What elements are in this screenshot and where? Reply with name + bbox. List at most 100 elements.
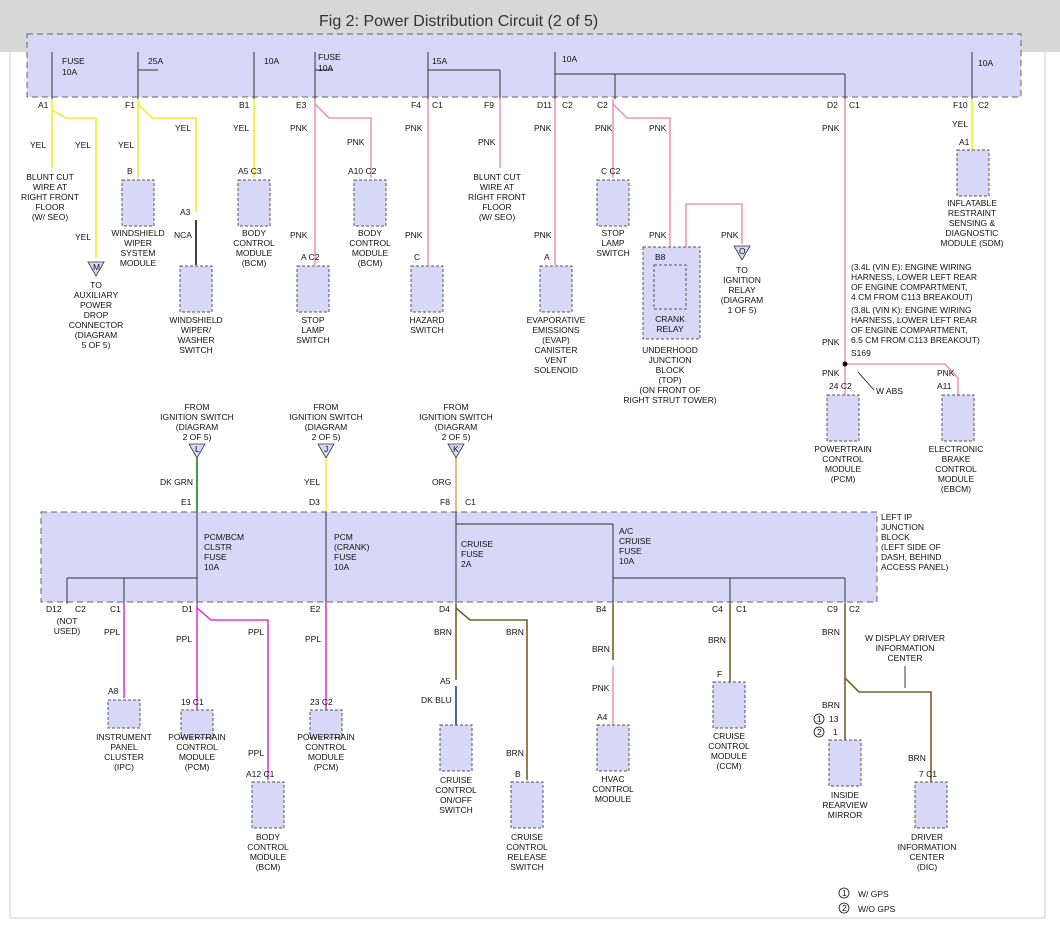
svg-text:CLSTR: CLSTR — [204, 542, 232, 552]
pin-label: A11 — [937, 381, 952, 391]
svg-text:(EBCM): (EBCM) — [941, 484, 971, 494]
svg-text:CONTROL: CONTROL — [506, 842, 548, 852]
svg-text:PCM: PCM — [334, 532, 353, 542]
svg-text:LAMP: LAMP — [601, 238, 624, 248]
inside-rearview-mirror — [828, 739, 862, 787]
cruise-control-module — [712, 681, 746, 729]
cruise-control-on-off-switch — [439, 724, 473, 772]
svg-text:INFORMATION: INFORMATION — [898, 842, 957, 852]
svg-text:(BCM): (BCM) — [242, 258, 267, 268]
svg-text:FLOOR: FLOOR — [35, 202, 64, 212]
sdm-label: INFLATABLE RESTRAINT SENSING & DIAGNOSTI… — [940, 198, 1003, 248]
display-dic-note: W DISPLAY DRIVER INFORMATION CENTER — [865, 633, 945, 663]
svg-text:BRAKE: BRAKE — [942, 454, 971, 464]
svg-text:IGNITION: IGNITION — [723, 275, 761, 285]
windshield-wiper-system-module — [121, 179, 155, 227]
svg-text:2 OF 5): 2 OF 5) — [442, 432, 471, 442]
svg-text:JUNCTION: JUNCTION — [649, 355, 692, 365]
cruise-control-release-switch — [510, 781, 544, 829]
svg-text:(DIAGRAM: (DIAGRAM — [176, 422, 219, 432]
powertrain-control-module-b2 — [309, 709, 343, 739]
ignition-relay-triangle — [733, 245, 751, 261]
svg-text:MODULE: MODULE — [250, 852, 287, 862]
svg-text:POWERTRAIN: POWERTRAIN — [814, 444, 871, 454]
pin-label: D3 — [309, 497, 320, 507]
bcm-1-label: BODY CONTROL MODULE (BCM) — [233, 228, 275, 268]
electronic-brake-control-module — [941, 394, 975, 442]
stop-lamp-2-label: STOP LAMP SWITCH — [596, 228, 630, 258]
w-abs-note: W ABS — [876, 386, 903, 396]
svg-text:(LEFT SIDE OF: (LEFT SIDE OF — [881, 542, 941, 552]
svg-text:C1: C1 — [110, 604, 121, 614]
svg-text:SWITCH: SWITCH — [410, 325, 444, 335]
wire-label: PNK — [822, 337, 840, 347]
wire-label: NCA — [174, 230, 192, 240]
svg-text:SWITCH: SWITCH — [596, 248, 630, 258]
svg-text:CLUSTER: CLUSTER — [104, 752, 144, 762]
svg-text:CRUISE: CRUISE — [619, 536, 651, 546]
pin-label: C C2 — [601, 166, 621, 176]
driver-information-center — [914, 781, 948, 829]
svg-text:INSTRUMENT: INSTRUMENT — [96, 732, 152, 742]
fuse-label: 10A — [62, 67, 77, 77]
wire-label: PNK — [405, 123, 423, 133]
svg-text:CRANK: CRANK — [655, 314, 685, 324]
top-bus — [51, 52, 973, 99]
stop-lamp-switch-1 — [296, 265, 330, 313]
svg-text:(ON FRONT OF: (ON FRONT OF — [639, 385, 700, 395]
svg-text:D4: D4 — [439, 604, 450, 614]
svg-text:C9: C9 — [827, 604, 838, 614]
inflatable-restraint-sdm — [956, 149, 990, 197]
connector-letter: L — [195, 444, 200, 454]
svg-text:INFLATABLE: INFLATABLE — [947, 198, 997, 208]
pin-label: F1 — [125, 100, 135, 110]
wire-label: PPL — [104, 627, 120, 637]
svg-text:HARNESS, LOWER LEFT REAR: HARNESS, LOWER LEFT REAR — [851, 272, 977, 282]
svg-text:BLOCK: BLOCK — [656, 365, 685, 375]
wire-label: YEL — [75, 232, 91, 242]
svg-text:STOP: STOP — [602, 228, 625, 238]
svg-text:(NOT: (NOT — [57, 616, 78, 626]
svg-text:10A: 10A — [334, 562, 349, 572]
svg-text:INSIDE: INSIDE — [831, 790, 860, 800]
fuse-label: 10A — [318, 63, 333, 73]
svg-text:(DIAGRAM: (DIAGRAM — [435, 422, 478, 432]
svg-text:(PCM): (PCM) — [185, 762, 210, 772]
wire-brn-d4-b — [455, 607, 528, 780]
wire-label: YEL — [118, 140, 134, 150]
hvac-label: HVAC CONTROL MODULE — [592, 774, 634, 804]
wire-label: PNK — [649, 123, 667, 133]
wire-label: BRN — [822, 627, 840, 637]
pin-label: E3 — [296, 100, 307, 110]
svg-text:WIRE AT: WIRE AT — [33, 182, 67, 192]
svg-text:CANISTER: CANISTER — [535, 345, 578, 355]
svg-text:(PCM): (PCM) — [831, 474, 856, 484]
note-marker-2 — [813, 726, 825, 738]
wiper-switch-label: WINDSHIELD WIPER/ WASHER SWITCH — [169, 315, 222, 355]
svg-text:WIPER: WIPER — [124, 238, 152, 248]
dic-label: DRIVER INFORMATION CENTER (DIC) — [898, 832, 957, 872]
svg-text:FUSE: FUSE — [204, 552, 227, 562]
svg-text:CONTROL: CONTROL — [176, 742, 218, 752]
svg-text:RELEASE: RELEASE — [507, 852, 547, 862]
svg-text:(CRANK): (CRANK) — [334, 542, 370, 552]
body-control-module-2 — [353, 179, 387, 227]
svg-text:VENT: VENT — [545, 355, 568, 365]
body-control-module-b — [251, 781, 285, 829]
svg-text:WIPER/: WIPER/ — [181, 325, 212, 335]
svg-text:(CCM): (CCM) — [716, 761, 741, 771]
svg-text:CONTROL: CONTROL — [822, 454, 864, 464]
wire-label: PNK — [822, 123, 840, 133]
svg-text:(3.4L (VIN E): ENGINE WIRING: (3.4L (VIN E): ENGINE WIRING — [851, 262, 972, 272]
svg-text:BODY: BODY — [358, 228, 382, 238]
pin-label: F9 — [484, 100, 494, 110]
svg-text:2: 2 — [842, 903, 847, 913]
pin-label: E1 — [181, 497, 192, 507]
pin-label: D11 — [537, 100, 552, 110]
svg-text:DIAGNOSTIC: DIAGNOSTIC — [946, 228, 999, 238]
svg-text:WINDSHIELD: WINDSHIELD — [169, 315, 222, 325]
connector-label: C1 — [432, 100, 443, 110]
svg-text:OF ENGINE COMPARTMENT,: OF ENGINE COMPARTMENT, — [851, 325, 967, 335]
svg-text:D1: D1 — [182, 604, 193, 614]
connector-letter: M — [93, 262, 100, 272]
